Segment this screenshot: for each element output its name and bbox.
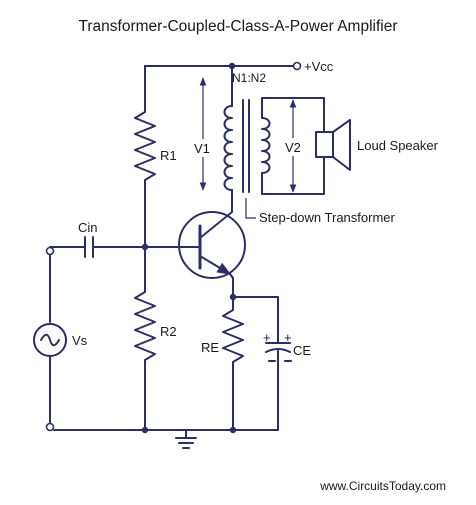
ground-rail bbox=[141, 426, 279, 434]
transformer-callout bbox=[245, 198, 256, 219]
r1-label: R1 bbox=[160, 148, 177, 163]
turns-ratio-label: N1:N2 bbox=[232, 71, 266, 85]
transistor-npn bbox=[144, 199, 246, 298]
ce-plus-right: + bbox=[284, 330, 292, 345]
input-terminal-top bbox=[45, 246, 55, 256]
vs-label: Vs bbox=[72, 333, 88, 348]
ce-plus-left: + bbox=[263, 330, 271, 345]
transformer-core bbox=[242, 99, 250, 193]
re-label: RE bbox=[201, 340, 219, 355]
transformer-primary bbox=[223, 62, 236, 201]
transformer-secondary bbox=[261, 97, 325, 195]
r2-resistor bbox=[134, 246, 156, 431]
vcc-rail bbox=[144, 61, 302, 71]
vcc-terminal bbox=[292, 61, 302, 71]
website-credit: www.CircuitsToday.com bbox=[319, 479, 446, 493]
v1-label: V1 bbox=[194, 141, 210, 156]
speaker-icon bbox=[315, 119, 351, 171]
v1-arrow bbox=[188, 77, 208, 191]
ground-icon bbox=[175, 429, 197, 449]
transformer-label: Step-down Transformer bbox=[259, 210, 396, 225]
v2-arrow bbox=[283, 99, 305, 193]
input-terminal-bottom bbox=[45, 422, 55, 432]
re-resistor bbox=[222, 296, 244, 431]
r2-label: R2 bbox=[160, 324, 177, 339]
v2-label: V2 bbox=[285, 140, 301, 155]
ce-label: CE bbox=[293, 343, 311, 358]
input-branch bbox=[33, 236, 146, 432]
diagram-title: Transformer-Coupled-Class-A-Power Amplif… bbox=[79, 18, 398, 35]
speaker-label: Loud Speaker bbox=[357, 138, 439, 153]
cin-label: Cin bbox=[78, 220, 98, 235]
r1-resistor bbox=[134, 65, 156, 248]
vcc-label: +Vcc bbox=[304, 59, 334, 74]
ce-capacitor bbox=[232, 296, 291, 431]
